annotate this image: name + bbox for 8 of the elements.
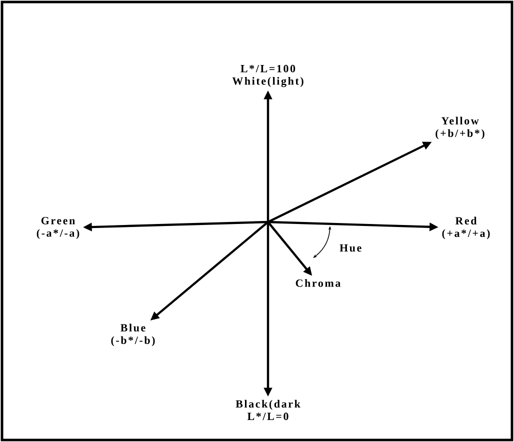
axis-label: Green (-a*/-a) bbox=[36, 216, 80, 239]
axis-label: Chroma bbox=[296, 279, 340, 287]
axis-label: Red (+a*/+a) bbox=[442, 216, 490, 240]
axis-label: L*/L=100 White(light) bbox=[232, 64, 304, 88]
axis-label: Blue (-b*/-b) bbox=[111, 324, 155, 346]
axis-label: Yellow (+b/+b*) bbox=[436, 116, 484, 140]
hue-label: Hue bbox=[340, 244, 362, 252]
axis-label: Black(dark L*/L=0 bbox=[236, 400, 300, 420]
